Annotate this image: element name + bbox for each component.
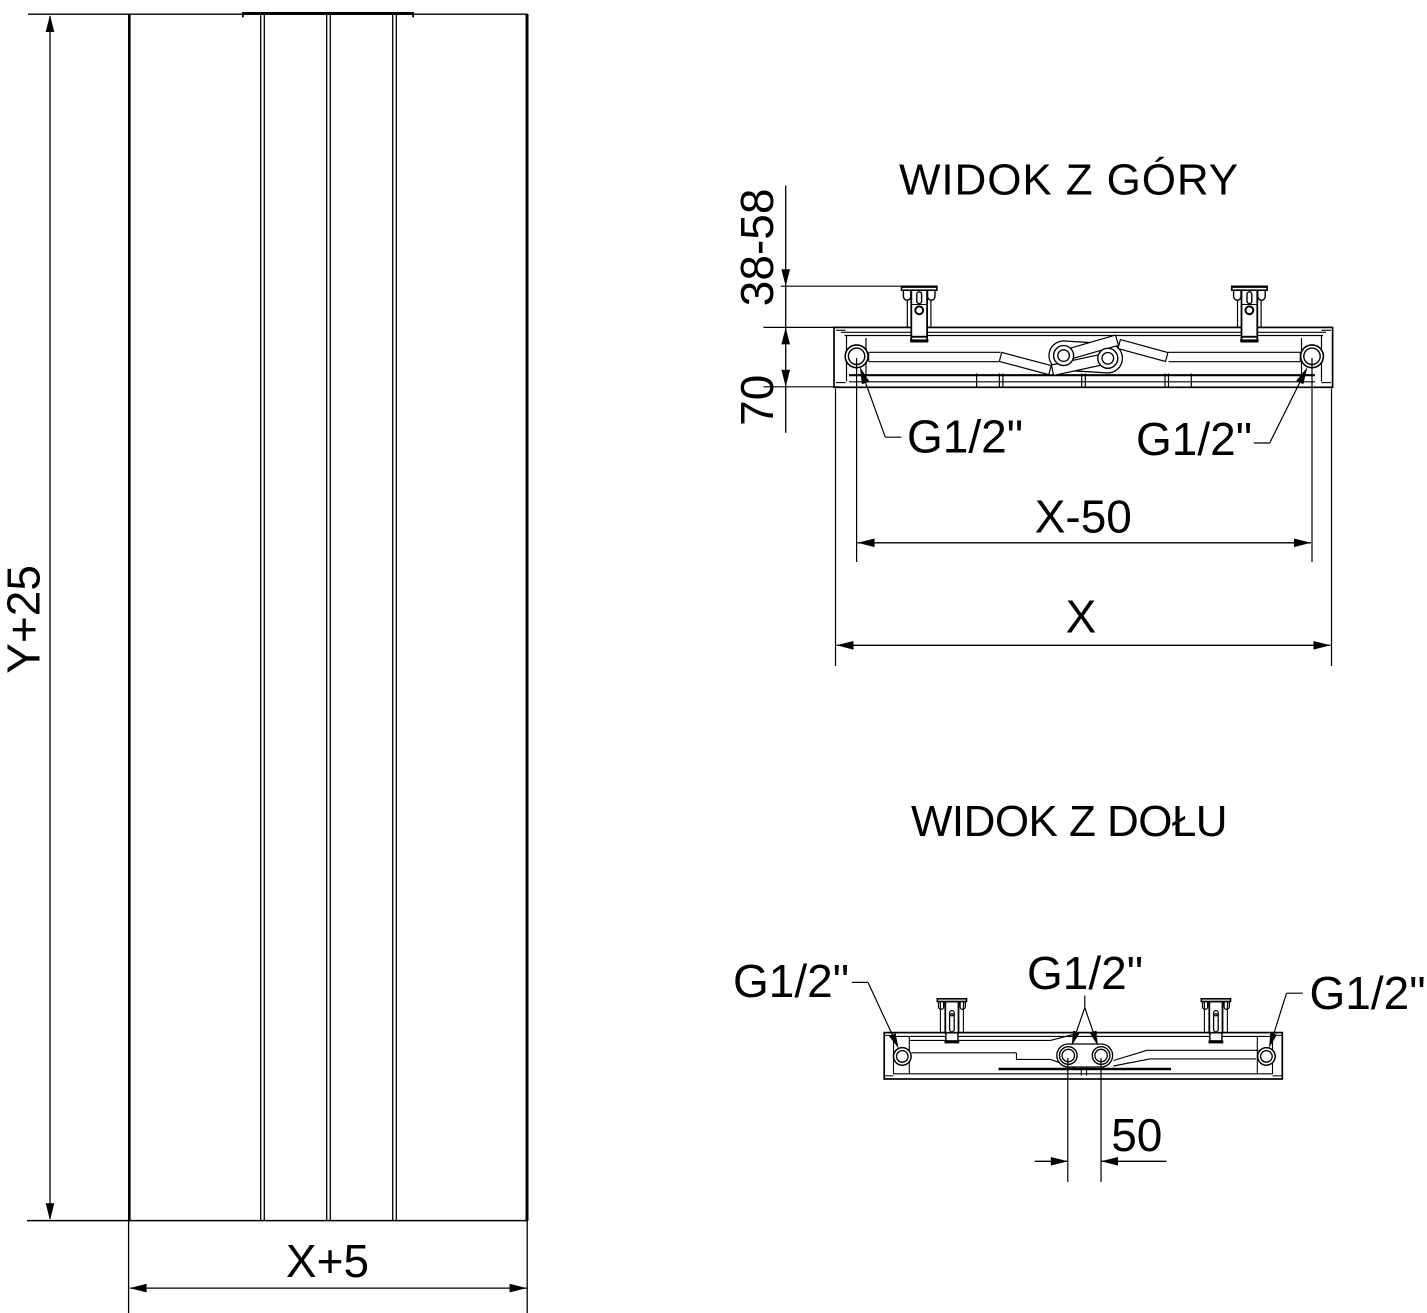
svg-text:WIDOK Z GÓRY: WIDOK Z GÓRY [899, 155, 1239, 204]
svg-text:G1/2": G1/2" [1310, 967, 1426, 1019]
svg-text:50: 50 [1111, 1109, 1162, 1161]
svg-text:X+5: X+5 [286, 1235, 369, 1287]
svg-text:WIDOK Z DOŁU: WIDOK Z DOŁU [911, 797, 1227, 846]
svg-text:X: X [1066, 590, 1097, 642]
svg-text:G1/2": G1/2" [1027, 947, 1143, 999]
svg-text:Y+25: Y+25 [0, 565, 50, 674]
svg-text:70: 70 [731, 375, 783, 426]
svg-text:G1/2": G1/2" [1136, 413, 1252, 465]
svg-text:G1/2": G1/2" [733, 955, 849, 1007]
svg-text:X-50: X-50 [1035, 490, 1132, 542]
svg-text:38-58: 38-58 [731, 189, 783, 307]
svg-text:G1/2": G1/2" [907, 411, 1023, 463]
